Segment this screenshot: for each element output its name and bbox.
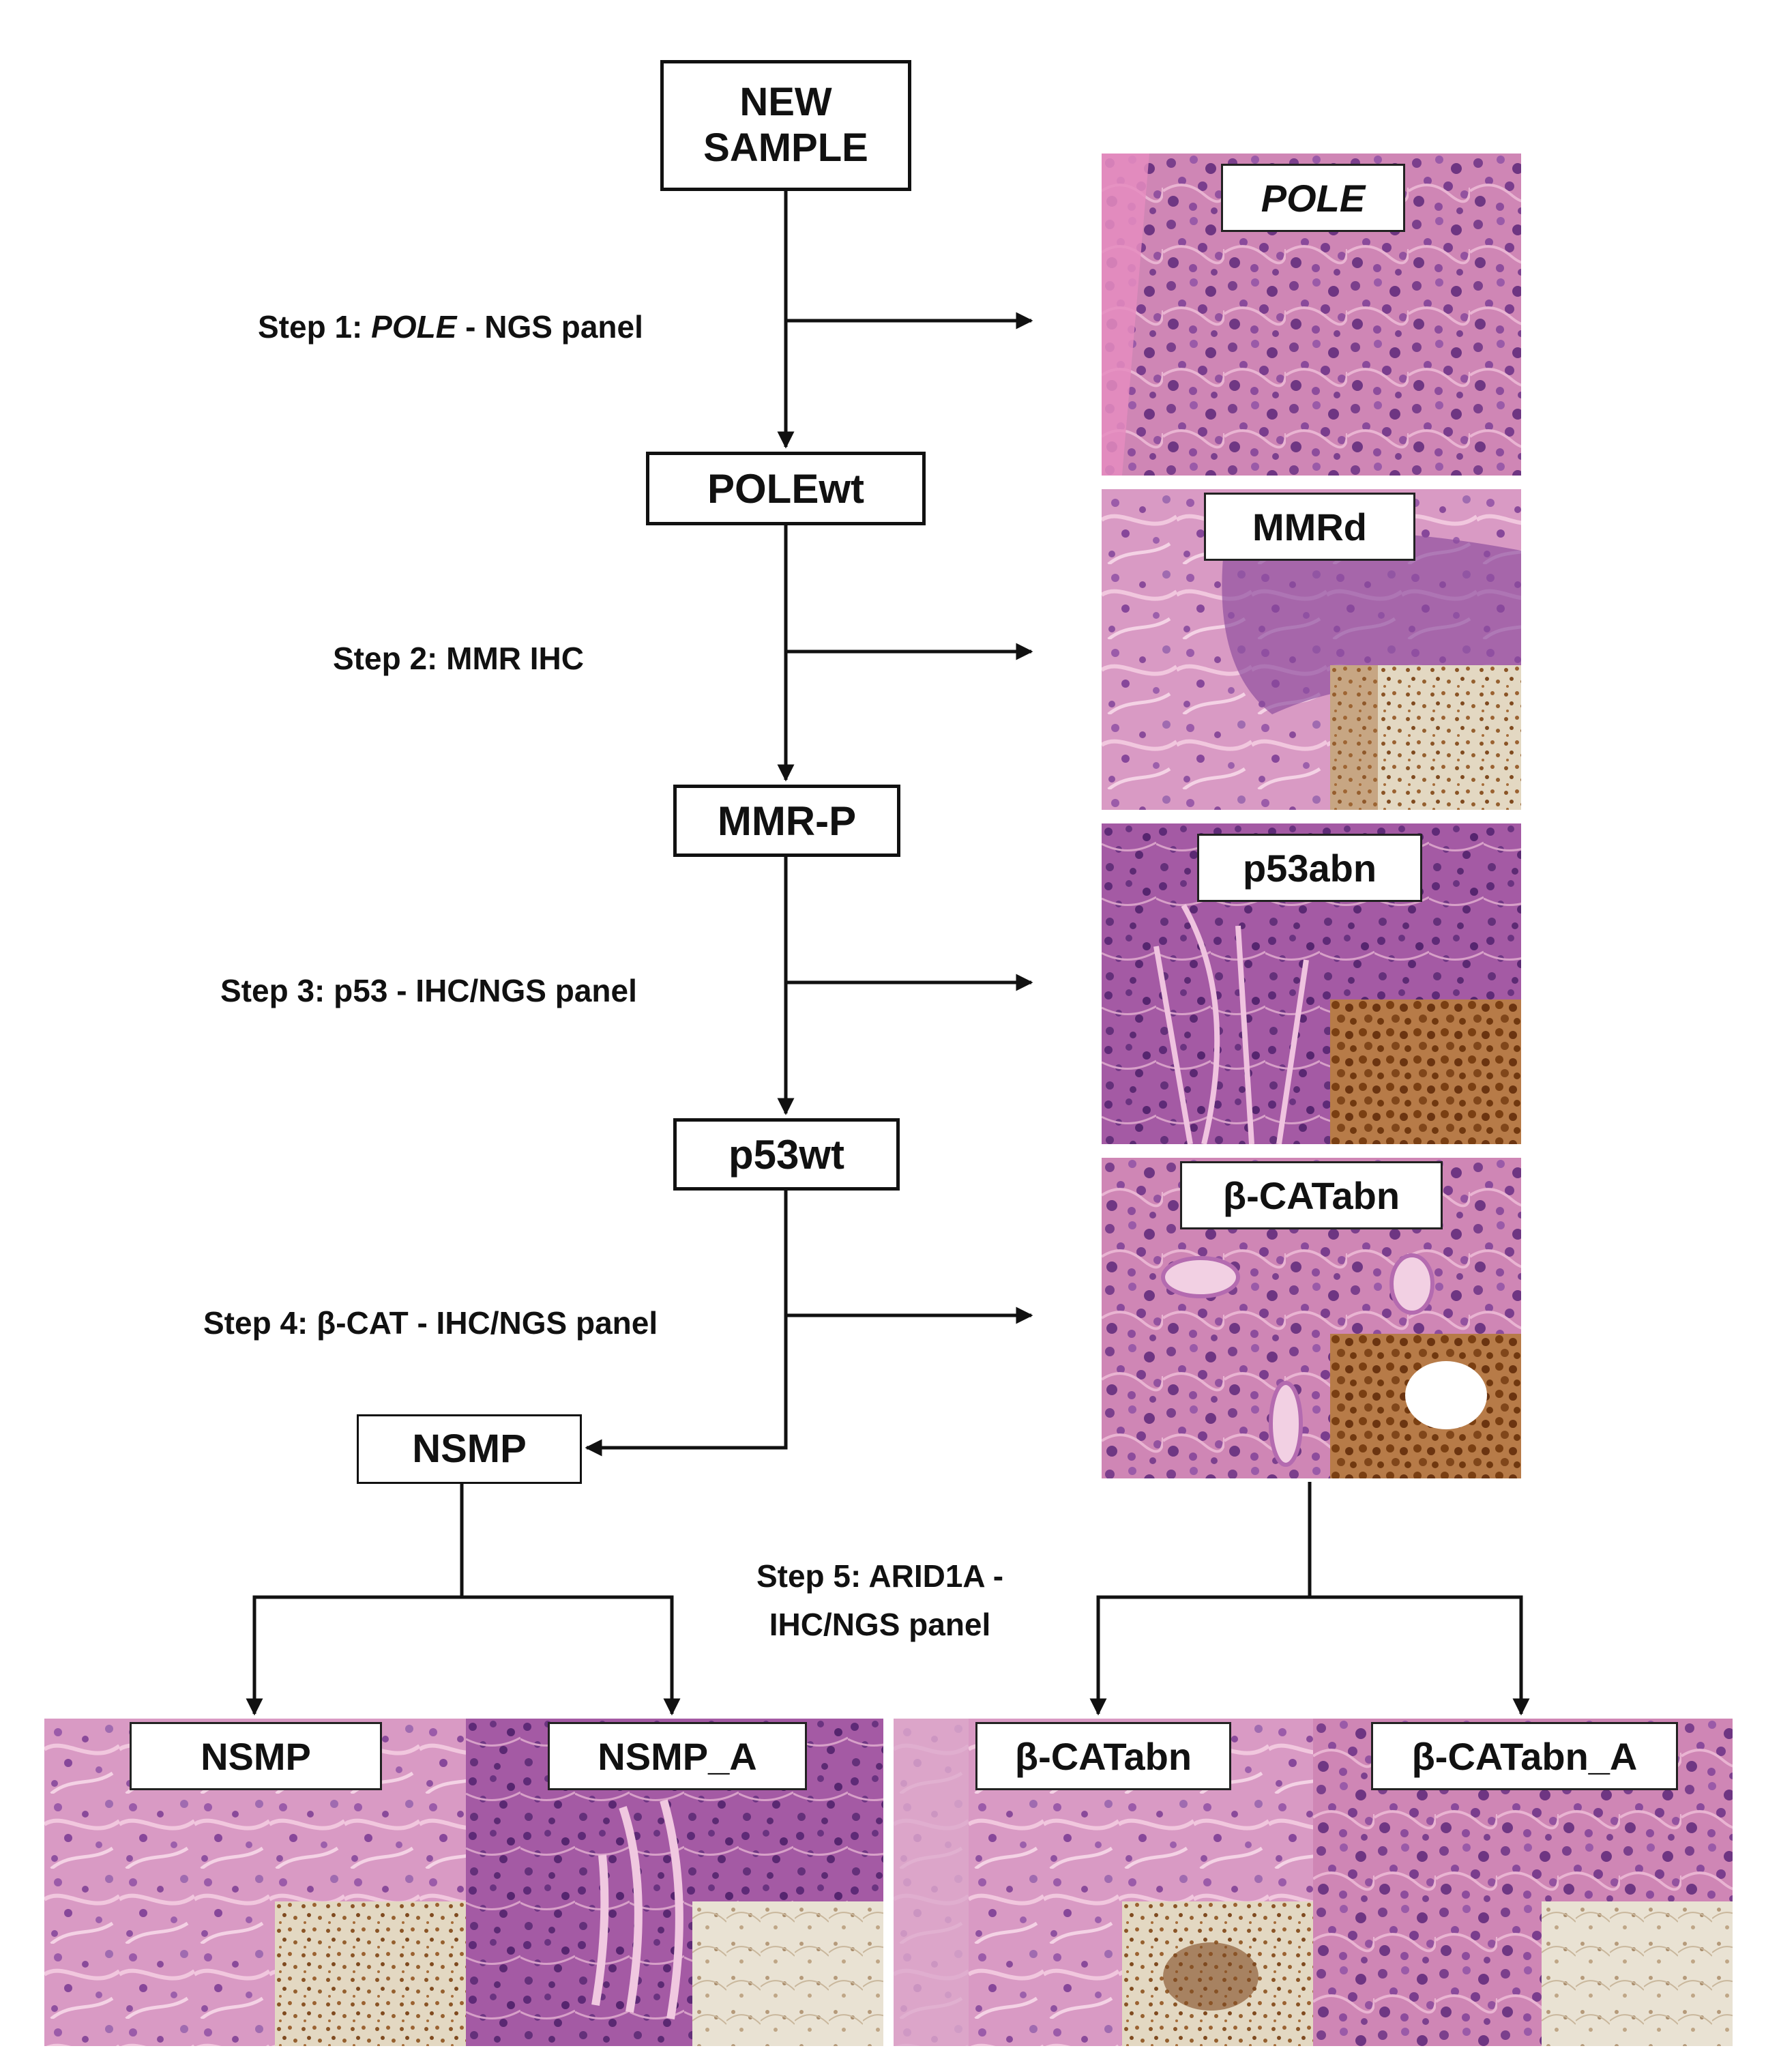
polewt-label: POLEwt bbox=[707, 465, 864, 512]
nsmp-bottom-label: NSMP bbox=[130, 1722, 382, 1790]
bcatabn-panel: β-CATabn bbox=[1102, 1158, 1521, 1478]
nsmp-a-bottom-text: NSMP_A bbox=[598, 1734, 757, 1778]
step1-label: Step 1: POLE - NGS panel bbox=[258, 308, 643, 345]
step4-label: Step 4: β-CAT - IHC/NGS panel bbox=[203, 1305, 658, 1341]
bcatabn-panel-label: β-CATabn bbox=[1180, 1161, 1443, 1229]
pole-panel-text: POLE bbox=[1261, 176, 1366, 220]
p53wt-label: p53wt bbox=[728, 1131, 845, 1178]
nsmp-label: NSMP bbox=[412, 1426, 527, 1471]
bcatabn-a-bottom-text: β-CATabn_A bbox=[1411, 1734, 1638, 1778]
bcatabn-a-bottom-label: β-CATabn_A bbox=[1371, 1722, 1678, 1790]
p53abn-panel: p53abn bbox=[1102, 823, 1521, 1144]
bcatabn-panel-text: β-CATabn bbox=[1222, 1173, 1400, 1217]
mmrd-ihc-inset bbox=[1330, 665, 1521, 810]
new-sample-box: NEW SAMPLE bbox=[660, 60, 911, 191]
bcatabn-branch-connector bbox=[1089, 1595, 1530, 1716]
nsmp-a-bottom-panel: NSMP_A bbox=[466, 1719, 883, 2046]
mmrp-label: MMR-P bbox=[717, 798, 857, 844]
bcatabn-bottom-ihc-inset bbox=[1122, 1901, 1313, 2046]
mmrd-panel: MMRd bbox=[1102, 489, 1521, 810]
bcatabn-ihc-inset bbox=[1330, 1334, 1521, 1478]
p53abn-ihc-inset bbox=[1330, 999, 1521, 1144]
new-sample-label: NEW SAMPLE bbox=[703, 80, 868, 170]
nsmp-a-bottom-label: NSMP_A bbox=[548, 1722, 807, 1790]
p53wt-box: p53wt bbox=[673, 1118, 900, 1191]
pole-panel-label: POLE bbox=[1221, 164, 1405, 232]
p53abn-panel-label: p53abn bbox=[1197, 834, 1422, 902]
polewt-box: POLEwt bbox=[646, 452, 926, 525]
nsmp-branch-connector bbox=[246, 1595, 681, 1716]
step1-gene: POLE bbox=[371, 309, 457, 345]
mmrd-panel-text: MMRd bbox=[1252, 505, 1367, 549]
step2-label: Step 2: MMR IHC bbox=[333, 641, 584, 676]
nsmp-ihc-inset bbox=[275, 1901, 466, 2046]
bcatabn-a-bottom-panel: β-CATabn_A bbox=[1313, 1719, 1733, 2046]
bcatabn-bottom-text: β-CATabn bbox=[1014, 1734, 1192, 1778]
nsmp-bottom-text: NSMP bbox=[201, 1734, 311, 1778]
nsmp-a-ihc-inset bbox=[692, 1901, 883, 2046]
pole-panel: POLE bbox=[1102, 154, 1521, 476]
bcatabn-a-ihc-inset bbox=[1542, 1901, 1733, 2046]
nsmp-bottom-panel: NSMP bbox=[44, 1719, 466, 2046]
mmrp-box: MMR-P bbox=[673, 785, 900, 857]
step3-label: Step 3: p53 - IHC/NGS panel bbox=[220, 973, 637, 1008]
step5-label: Step 5: ARID1A - IHC/NGS panel bbox=[756, 1558, 1004, 1643]
nsmp-box: NSMP bbox=[357, 1414, 582, 1484]
p53abn-panel-text: p53abn bbox=[1242, 846, 1377, 890]
bcatabn-bottom-label: β-CATabn bbox=[975, 1722, 1231, 1790]
step1-prefix: Step 1: bbox=[258, 309, 372, 345]
step1-suffix: - NGS panel bbox=[456, 309, 643, 345]
bcatabn-bottom-panel: β-CATabn bbox=[894, 1719, 1313, 2046]
mmrd-panel-label: MMRd bbox=[1204, 493, 1415, 561]
